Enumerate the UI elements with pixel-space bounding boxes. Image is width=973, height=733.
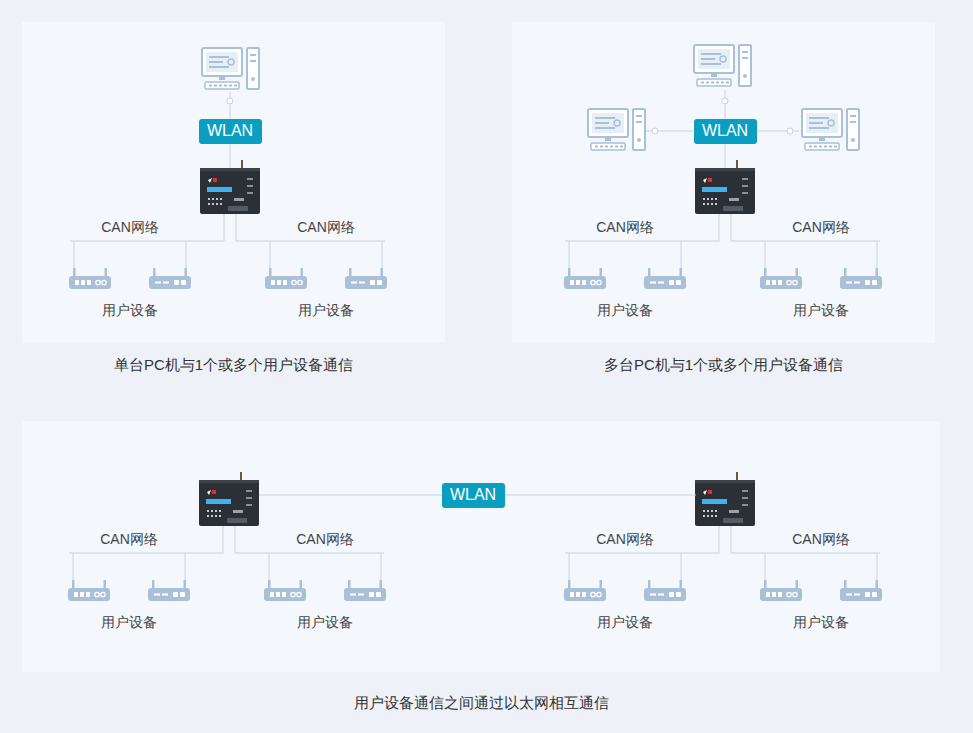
wire: [269, 553, 270, 580]
wire: [381, 553, 382, 580]
wire: [69, 526, 223, 553]
network-label: CAN网络: [296, 531, 354, 549]
user-device-icon: [264, 580, 306, 601]
user-device-icon: [148, 580, 190, 601]
junction-dot: [722, 98, 728, 104]
junction-dot: [227, 98, 233, 104]
network-label: CAN网络: [596, 531, 654, 549]
user-device-icon: [760, 580, 802, 601]
wire: [73, 553, 74, 580]
wire: [681, 553, 682, 580]
wire: [230, 144, 231, 168]
wlan-box: WLAN: [694, 119, 757, 144]
device-label: 用户设备: [298, 302, 354, 320]
panel-caption: 用户设备通信之间通过以太网相互通信: [22, 694, 940, 713]
panel-caption: 多台PC机与1个或多个用户设备通信: [512, 356, 935, 375]
wire: [185, 553, 186, 580]
example-panel: 多台PC机与1个或多个用户设备通信WLAN: [512, 22, 935, 343]
wire: [793, 131, 799, 132]
junction-dot: [787, 128, 793, 134]
wire: [731, 214, 880, 241]
example-panel: 单台PC机与1个或多个用户设备通信WLAN: [22, 22, 445, 343]
wlan-label: WLAN: [450, 486, 496, 504]
can-gateway-device: [695, 160, 755, 214]
wire: [725, 104, 726, 119]
wire: [757, 131, 787, 132]
wire: [681, 241, 682, 268]
wire: [569, 241, 570, 268]
device-label: 用户设备: [793, 614, 849, 632]
user-device-icon: [564, 268, 606, 289]
network-label: CAN网络: [792, 531, 850, 549]
network-label: CAN网络: [792, 219, 850, 237]
user-device-icon: [644, 268, 686, 289]
panel-ground: [22, 421, 940, 672]
user-device-icon: [345, 268, 387, 289]
device-label: 用户设备: [297, 614, 353, 632]
device-label: 用户设备: [101, 614, 157, 632]
wire: [569, 553, 570, 580]
pc-icon: [802, 109, 859, 150]
wire: [765, 241, 766, 268]
junction-dot: [652, 128, 658, 134]
wire: [646, 131, 652, 132]
wire: [877, 241, 878, 268]
device-label: 用户设备: [793, 302, 849, 320]
user-device-icon: [69, 268, 111, 289]
wire: [565, 526, 719, 553]
wire: [725, 144, 726, 168]
wire: [731, 526, 880, 553]
wire: [230, 92, 231, 98]
wlan-label: WLAN: [207, 122, 253, 140]
panel-ground: [512, 22, 935, 343]
wire: [658, 131, 693, 132]
network-label: CAN网络: [596, 219, 654, 237]
device-label: 用户设备: [102, 302, 158, 320]
wire: [186, 241, 187, 268]
user-device-icon: [344, 580, 386, 601]
wlan-label: WLAN: [702, 122, 748, 140]
can-gateway-device: [200, 160, 260, 214]
pc-icon: [588, 109, 645, 150]
wire: [235, 526, 384, 553]
wlan-box: WLAN: [442, 483, 505, 508]
wire: [236, 214, 385, 241]
wire: [565, 214, 719, 241]
network-label: CAN网络: [100, 531, 158, 549]
device-label: 用户设备: [597, 614, 653, 632]
device-label: 用户设备: [597, 302, 653, 320]
wire: [765, 553, 766, 580]
wire: [74, 241, 75, 268]
user-device-icon: [840, 580, 882, 601]
user-device-icon: [760, 268, 802, 289]
can-gateway-device: [199, 472, 259, 526]
user-device-icon: [840, 268, 882, 289]
network-label: CAN网络: [297, 219, 355, 237]
wire: [382, 241, 383, 268]
wire: [230, 104, 231, 119]
wire: [270, 241, 271, 268]
wire: [725, 90, 726, 98]
user-device-icon: [149, 268, 191, 289]
wire: [70, 214, 224, 241]
network-label: CAN网络: [101, 219, 159, 237]
wlan-box: WLAN: [199, 119, 262, 144]
can-gateway-device: [695, 472, 755, 526]
user-device-icon: [68, 580, 110, 601]
user-device-icon: [644, 580, 686, 601]
user-device-icon: [564, 580, 606, 601]
user-device-icon: [265, 268, 307, 289]
panel-ground: [22, 22, 445, 343]
pc-icon: [202, 48, 259, 89]
panel-caption: 单台PC机与1个或多个用户设备通信: [22, 356, 445, 375]
pc-icon: [694, 45, 751, 86]
wire: [877, 553, 878, 580]
